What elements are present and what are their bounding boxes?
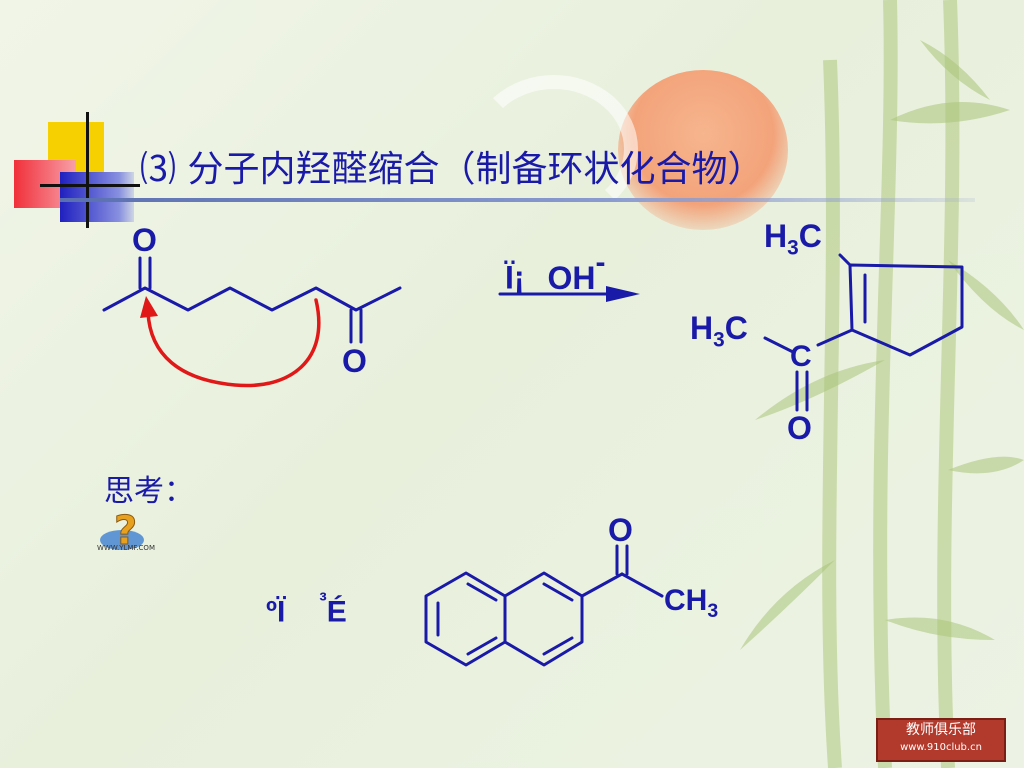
- reagent-label: Ï¡ OH-: [505, 246, 605, 297]
- deco-horizontal-line: [40, 184, 140, 187]
- curved-red-arrow: [146, 298, 321, 388]
- reaction-arrow-head: [606, 286, 640, 302]
- product-methyl-left: H3C: [690, 310, 748, 352]
- naphthalene-inner-bond-5: [542, 636, 574, 656]
- acetyl-bond: [580, 572, 624, 598]
- product-bond-methyl-to-carbonyl: [763, 336, 795, 354]
- question-mark-icon: ?: [100, 508, 144, 555]
- reactant-carbon-chain: [102, 286, 402, 312]
- watermark-main: 教师俱乐部: [906, 722, 976, 738]
- product-methyl-bond-top: [838, 253, 852, 267]
- title-underline: [60, 198, 975, 202]
- bamboo-decoration: [740, 0, 1024, 768]
- naphthalene-right-ring: [503, 571, 584, 667]
- acetyl-methyl-bond: [620, 572, 664, 598]
- reagent-charge: -: [595, 246, 606, 279]
- slide-title: ⑶ 分子内羟醛缩合（制备环状化合物）: [140, 149, 764, 190]
- svg-text:?: ?: [114, 508, 137, 554]
- product-carbonyl-oxygen: O: [787, 410, 812, 446]
- background-sun: [618, 70, 788, 230]
- watermark-url: www.910club.cn: [900, 742, 982, 753]
- club-watermark: 教师俱乐部 www.910club.cn: [876, 718, 1006, 762]
- naphthyl-ketone-methyl: CH3: [664, 584, 719, 622]
- naphthyl-ketone-oxygen: O: [608, 512, 633, 548]
- product-bond-ring-to-carbonyl: [816, 328, 854, 347]
- reactant-oxygen-bottom: O: [342, 343, 367, 379]
- reactant-oxygen-top: O: [132, 222, 157, 258]
- think-label: 思考：: [104, 474, 194, 509]
- deco-blue-square: [60, 172, 134, 222]
- naphthalene-inner-bond-3: [466, 636, 498, 656]
- curved-red-arrow-head: [140, 296, 158, 318]
- deco-vertical-line: [86, 112, 89, 228]
- reagent-prefix: Ï¡: [505, 259, 525, 296]
- question-icon-caption: WWW.YLMF.COM: [97, 544, 155, 552]
- product-methyl-top: H3C: [764, 218, 822, 260]
- reagent-base: OH: [547, 259, 596, 296]
- naphthalene-inner-bond-2: [466, 582, 498, 602]
- naphthalene-inner-bond-4: [542, 582, 574, 602]
- product-cyclopentene-ring: [848, 263, 964, 357]
- product-carbonyl-carbon: C: [790, 340, 812, 373]
